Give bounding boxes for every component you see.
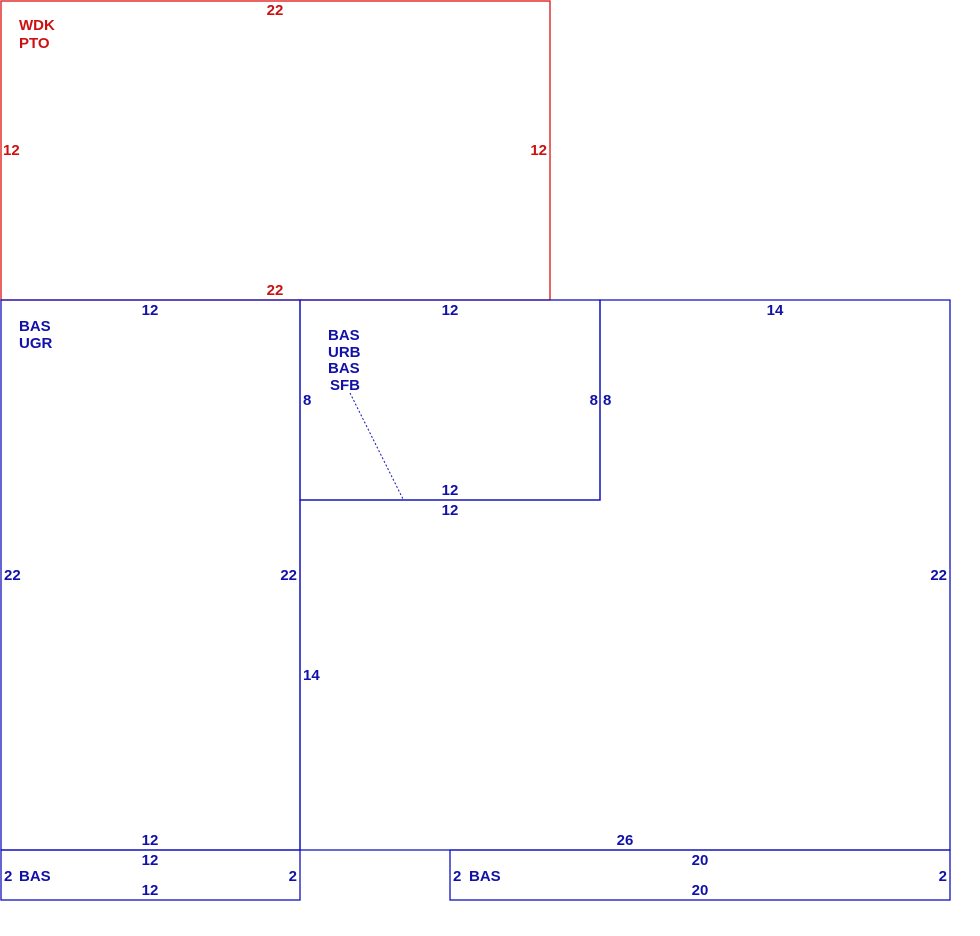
- right-area-dim-right: 22: [930, 567, 947, 584]
- left-strip-dim-top: 12: [142, 852, 159, 869]
- deck-outline: [0, 0, 551, 301]
- mid-area-code-4: SFB: [330, 377, 360, 394]
- mid-area-dim-bottom: 12: [442, 482, 459, 499]
- deck-code-1: WDK: [19, 17, 55, 34]
- left-area-code-1: BAS: [19, 318, 51, 335]
- deck-dim-left: 12: [3, 142, 20, 159]
- right-area-dim-bottom: 26: [617, 832, 634, 849]
- left-strip-dim-bottom: 12: [142, 882, 159, 899]
- mid-area-dim-right: 8: [590, 392, 598, 409]
- left-strip-outline: [0, 849, 301, 901]
- mid-area-code-1: BAS: [328, 327, 360, 344]
- left-area-outline: [0, 299, 301, 851]
- mid-area-dim-top: 12: [442, 302, 459, 319]
- right-strip-dim-top: 20: [692, 852, 709, 869]
- mid-area-code-3: BAS: [328, 360, 360, 377]
- left-area-dim-left: 22: [4, 567, 21, 584]
- right-strip-dim-bottom: 20: [692, 882, 709, 899]
- right-area-dim-inner-side: 8: [603, 392, 611, 409]
- right-strip-dim-left: 2: [453, 868, 461, 885]
- right-strip-dim-right: 2: [939, 868, 947, 885]
- right-area-dim-inner-top: 12: [442, 502, 459, 519]
- deck-dim-top: 22: [267, 2, 284, 19]
- right-strip-outline: [449, 849, 951, 901]
- left-strip-dim-right: 2: [289, 868, 297, 885]
- mid-area-leader-line: [349, 392, 404, 500]
- left-strip-code: BAS: [19, 868, 51, 885]
- right-area-dim-top: 14: [767, 302, 784, 319]
- right-area-outline: [299, 299, 951, 851]
- mid-area-code-2: URB: [328, 344, 361, 361]
- left-area-dim-top: 12: [142, 302, 159, 319]
- left-strip-dim-left: 2: [4, 868, 12, 885]
- mid-area-dim-left: 8: [303, 392, 311, 409]
- right-strip-code: BAS: [469, 868, 501, 885]
- deck-code-2: PTO: [19, 35, 50, 52]
- left-area-code-2: UGR: [19, 335, 53, 352]
- right-area-dim-left: 14: [303, 667, 320, 684]
- deck-dim-right: 12: [530, 142, 547, 159]
- deck-dim-bottom: 22: [267, 282, 284, 299]
- left-area-dim-right: 22: [280, 567, 297, 584]
- left-area-dim-bottom: 12: [142, 832, 159, 849]
